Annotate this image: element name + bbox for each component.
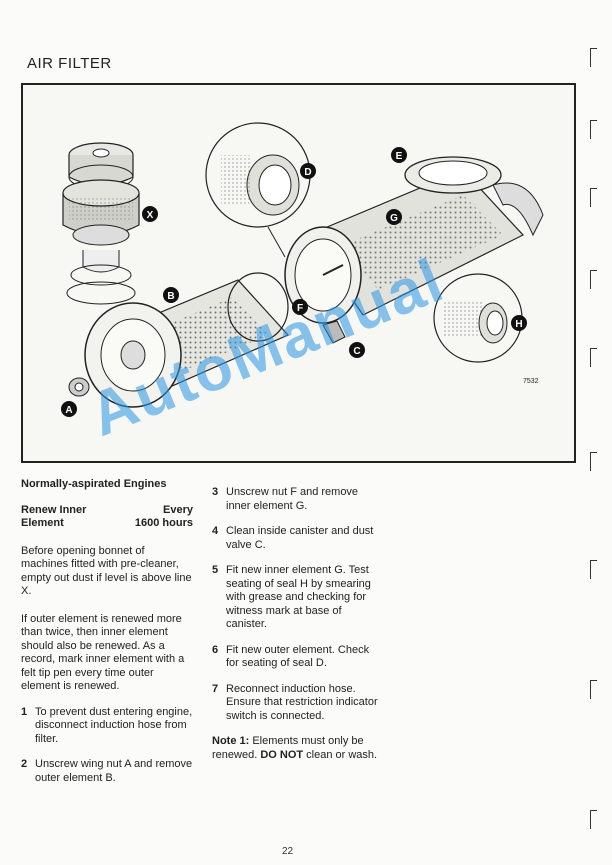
page-number: 22 — [282, 846, 294, 857]
step-6: 6 Fit new outer element. Check for seati… — [212, 644, 382, 671]
binding-edge-mark — [590, 120, 597, 139]
svg-text:D: D — [304, 167, 311, 178]
step-text: Unscrew wing nut A and remove outer elem… — [35, 758, 193, 784]
callout-x: X — [142, 206, 158, 222]
right-column: 3 Unscrew nut F and remove inner element… — [212, 478, 382, 762]
step-text: Clean inside canister and dust valve C. — [226, 525, 374, 551]
note-text-2: clean or wash. — [303, 748, 378, 761]
svg-text:F: F — [297, 303, 303, 314]
step-2: 2 Unscrew wing nut A and remove outer el… — [21, 758, 193, 785]
binding-edge-mark — [590, 810, 597, 829]
detail-view-seal-d — [205, 122, 311, 258]
binding-edge-mark — [590, 560, 597, 579]
callout-e: E — [391, 147, 407, 163]
binding-edge-mark — [590, 452, 597, 471]
step-7: 7 Reconnect induction hose. Ensure that … — [212, 683, 382, 724]
step-text: Reconnect induction hose. Ensure that re… — [226, 682, 378, 722]
step-number: 4 — [212, 525, 219, 537]
binding-edge-mark — [590, 270, 597, 289]
renew-interval-value: 1600 hours — [134, 517, 193, 529]
callout-b: B — [163, 287, 179, 303]
outer-element-paragraph: If outer element is renewed more than tw… — [21, 612, 185, 693]
binding-edge-mark — [590, 680, 597, 699]
step-4: 4 Clean inside canister and dust valve C… — [212, 525, 382, 552]
binding-edge-mark — [590, 188, 597, 207]
binding-edge-mark — [590, 348, 597, 367]
renew-every: Every — [163, 503, 193, 516]
step-text: To prevent dust entering engine, disconn… — [35, 705, 193, 745]
svg-text:X: X — [147, 210, 154, 221]
svg-text:B: B — [167, 291, 174, 302]
binding-edge-mark — [590, 48, 597, 67]
canister-inner-element-g — [284, 156, 544, 344]
step-text: Unscrew nut F and remove inner element G… — [226, 486, 359, 512]
callout-f: F — [292, 299, 308, 315]
exploded-view-diagram: X B A D E G F C H 7532 — [61, 122, 544, 417]
step-number: 7 — [212, 682, 219, 695]
step-text: Fit new outer element. Check for seating… — [226, 643, 370, 670]
callout-a: A — [61, 401, 77, 417]
svg-text:H: H — [515, 319, 522, 330]
figure-reference-number: 7532 — [523, 378, 539, 385]
step-1: 1 To prevent dust entering engine, disco… — [21, 706, 193, 747]
callout-d: D — [300, 163, 316, 179]
step-number: 1 — [21, 705, 28, 718]
svg-text:E: E — [396, 151, 403, 162]
callout-c: C — [349, 342, 365, 358]
svg-text:C: C — [353, 346, 360, 357]
step-3: 3 Unscrew nut F and remove inner element… — [212, 486, 382, 513]
step-number: 3 — [212, 486, 219, 498]
svg-text:G: G — [390, 213, 398, 224]
note-label: Note 1: — [212, 735, 250, 747]
section-heading: Normally-aspirated Engines — [21, 478, 167, 490]
detail-view-seal-h — [433, 273, 523, 363]
air-filter-illustration: X B A D E G F C H 7532 — [21, 83, 576, 463]
outer-element-b — [84, 272, 290, 408]
step-number: 6 — [212, 643, 219, 656]
left-column: Normally-aspirated Engines Renew Inner E… — [21, 478, 193, 785]
step-5: 5 Fit new inner element G. Test seating … — [212, 564, 382, 632]
page-title: AIR FILTER — [27, 55, 112, 72]
renew-label-element: Element — [21, 517, 64, 529]
renew-interval-row: Renew Inner Every — [21, 504, 193, 518]
note-emphasis: DO NOT — [260, 748, 304, 761]
callout-h: H — [511, 315, 527, 331]
step-number: 2 — [21, 758, 28, 770]
precleaner-paragraph: Before opening bonnet of machines fitted… — [21, 544, 192, 598]
step-text: Fit new inner element G. Test seating of… — [226, 564, 371, 630]
renew-label: Renew Inner — [21, 503, 87, 516]
wing-nut-a — [68, 377, 90, 397]
svg-text:A: A — [65, 405, 72, 416]
note-1: Note 1: Elements must only be renewed. D… — [212, 735, 382, 762]
step-number: 5 — [212, 564, 219, 576]
callout-g: G — [386, 209, 402, 225]
pre-cleaner-x — [62, 142, 140, 305]
note-text-1: Elements must only be renewed. — [212, 735, 364, 761]
renew-interval-row-2: Element 1600 hours — [21, 517, 193, 531]
